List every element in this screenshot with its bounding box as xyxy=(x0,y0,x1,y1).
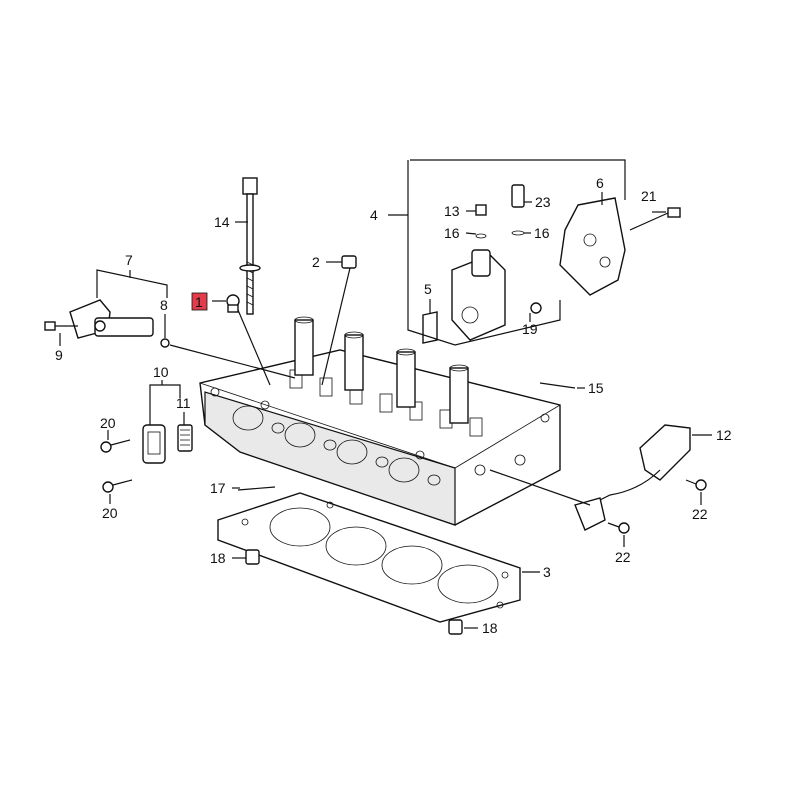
label-3: 3 xyxy=(543,564,551,580)
label-8: 8 xyxy=(160,297,168,313)
dowel-pin xyxy=(245,549,463,635)
label-18a: 18 xyxy=(210,550,226,566)
label-17: 17 xyxy=(210,480,226,496)
label-22b: 22 xyxy=(615,549,631,565)
label-4: 4 xyxy=(370,207,378,223)
part-labels: 1 2 3 4 5 6 7 8 9 10 11 12 13 14 15 16 1… xyxy=(55,175,732,636)
label-12: 12 xyxy=(716,427,732,443)
cylinder-head xyxy=(199,316,561,526)
label-2: 2 xyxy=(312,254,320,270)
label-14: 14 xyxy=(214,214,230,230)
label-13: 13 xyxy=(444,203,460,219)
label-1: 1 xyxy=(195,294,203,310)
label-7: 7 xyxy=(125,252,133,268)
label-20b: 20 xyxy=(102,505,118,521)
label-15: 15 xyxy=(588,380,604,396)
solenoid-assembly xyxy=(422,184,542,344)
label-23: 23 xyxy=(535,194,551,210)
bracket xyxy=(559,197,626,296)
bolt-20 xyxy=(100,439,133,493)
highlight-marker xyxy=(191,292,208,311)
label-16a: 16 xyxy=(444,225,460,241)
label-10: 10 xyxy=(153,364,169,380)
head-gasket xyxy=(217,492,521,623)
harness-bracket xyxy=(574,424,691,531)
stud-bolt xyxy=(237,382,576,491)
oil-pressure-switch xyxy=(142,424,166,464)
cap xyxy=(341,255,357,269)
label-16b: 16 xyxy=(534,225,550,241)
label-11: 11 xyxy=(176,395,191,411)
head-bolt xyxy=(239,177,261,315)
label-6: 6 xyxy=(596,175,604,191)
label-20a: 20 xyxy=(100,415,116,431)
strainer xyxy=(177,424,193,452)
label-9: 9 xyxy=(55,347,63,363)
label-22a: 22 xyxy=(692,506,708,522)
label-21: 21 xyxy=(641,188,657,204)
sealing-bolt xyxy=(226,294,240,313)
label-19: 19 xyxy=(522,321,538,337)
spool-valve-assembly xyxy=(44,299,170,348)
label-5: 5 xyxy=(424,281,432,297)
bolt-22 xyxy=(607,479,707,534)
leader-lines xyxy=(59,159,712,629)
label-18b: 18 xyxy=(482,620,498,636)
bolt-21 xyxy=(629,207,681,231)
